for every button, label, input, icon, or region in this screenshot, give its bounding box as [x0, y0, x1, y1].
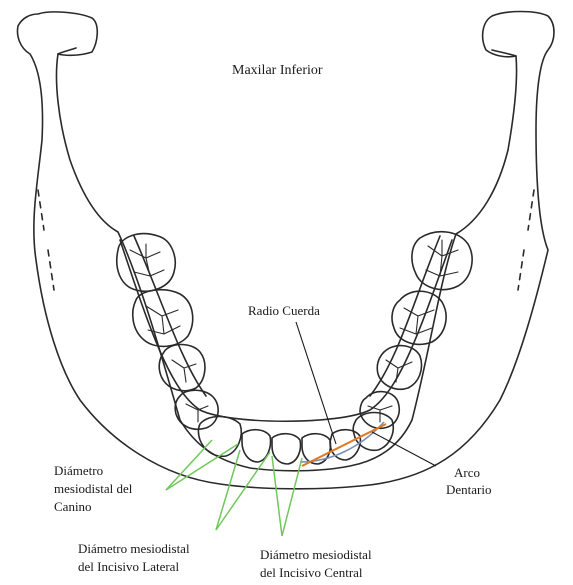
diagram-title: Maxilar Inferior	[232, 62, 323, 79]
label-central-2: del Incisivo Central	[260, 564, 363, 581]
tooth-right-molar-2	[392, 291, 446, 344]
label-lateral-1: Diámetro mesiodistal	[78, 540, 190, 557]
inner-alveolar-line-right	[370, 236, 440, 396]
label-canino-1: Diámetro	[54, 462, 103, 479]
label-central-1: Diámetro mesiodistal	[260, 546, 372, 563]
label-canino-3: Canino	[54, 498, 92, 515]
label-canino-2: mesiodistal del	[54, 480, 132, 497]
left-condyle-neck	[58, 48, 76, 54]
mandible-outline	[18, 12, 555, 489]
label-lateral-2: del Incisivo Lateral	[78, 558, 179, 575]
tooth-left-canine	[199, 417, 242, 457]
label-radio-cuerda: Radio Cuerda	[248, 302, 320, 319]
left-oblique-line	[38, 190, 54, 290]
label-arco-dentario-2: Dentario	[446, 481, 491, 498]
right-oblique-line	[518, 190, 534, 290]
central-pointer-a	[272, 456, 282, 536]
central-pointer-b	[282, 458, 302, 536]
label-arco-dentario-1: Arco	[454, 464, 480, 481]
tooth-left-central-incisor	[272, 434, 301, 464]
tooth-left-molar-1	[117, 234, 175, 292]
occlusal-fissures	[130, 240, 458, 422]
arco-dentario-curve	[300, 422, 384, 462]
radio-cuerda-leader	[296, 322, 336, 444]
lateral-pointer-b	[216, 452, 270, 530]
